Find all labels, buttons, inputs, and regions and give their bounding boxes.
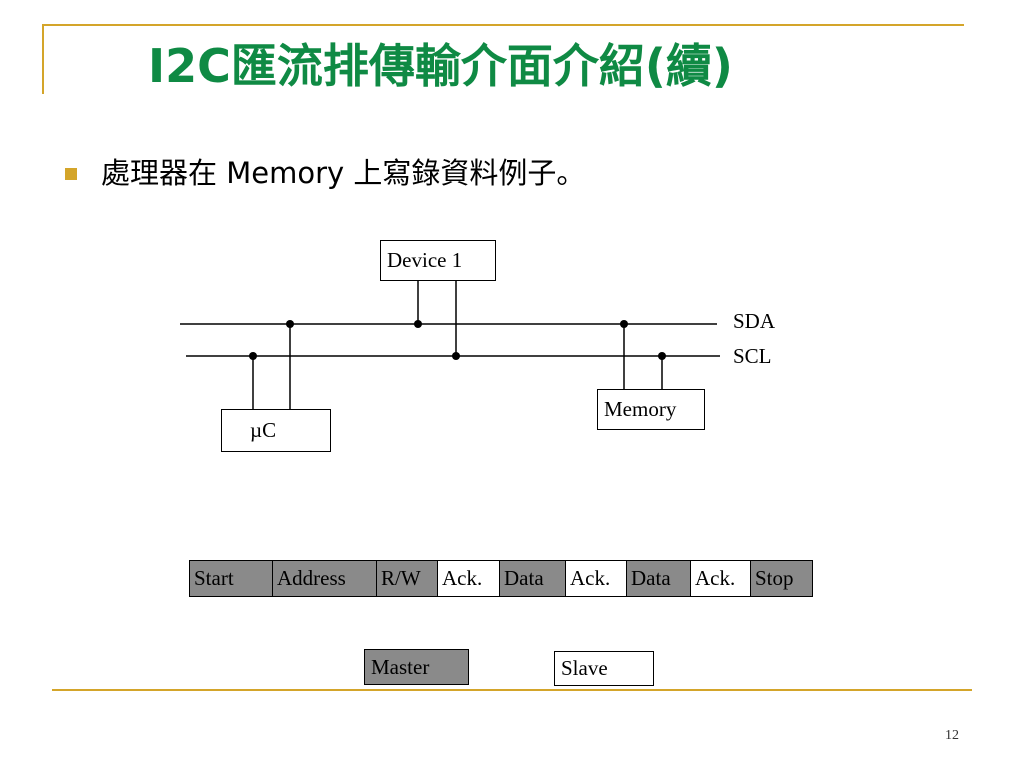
left-rule <box>42 24 44 94</box>
junction-dot <box>286 320 294 328</box>
seq-cell-rw: R/W <box>377 561 438 596</box>
legend-slave-label: Slave <box>561 656 608 680</box>
microcontroller-box: µC <box>221 409 331 452</box>
sda-label: SDA <box>733 309 776 333</box>
seq-cell-ack: Ack. <box>438 561 500 596</box>
bottom-rule <box>52 689 972 691</box>
seq-cell-stop: Stop <box>751 561 812 596</box>
bullet-keyword: Memory <box>226 156 345 190</box>
top-rule <box>42 24 964 26</box>
junction-dot <box>414 320 422 328</box>
slide-title: I2C匯流排傳輸介面介紹(續) <box>148 39 733 93</box>
junction-dot <box>452 352 460 360</box>
junction-dot <box>249 352 257 360</box>
bullet-marker <box>65 168 77 180</box>
seq-cell-ack: Ack. <box>691 561 751 596</box>
seq-cell-address: Address <box>273 561 377 596</box>
bullet-prefix: 處理器在 <box>101 156 227 190</box>
page-number: 12 <box>945 728 959 743</box>
legend-master: Master <box>364 649 469 685</box>
device-1-box: Device 1 <box>380 240 496 281</box>
seq-cell-ack: Ack. <box>566 561 627 596</box>
bullet-suffix: 上寫錄資料例子。 <box>344 156 586 190</box>
microcontroller-label: µC <box>250 418 277 442</box>
memory-box: Memory <box>597 389 705 430</box>
memory-label: Memory <box>604 397 677 421</box>
scl-label: SCL <box>733 344 772 368</box>
legend-master-label: Master <box>371 654 430 679</box>
junction-dot <box>620 320 628 328</box>
device-1-label: Device 1 <box>387 248 463 272</box>
legend-slave: Slave <box>554 651 654 686</box>
seq-cell-data: Data <box>627 561 691 596</box>
bullet-text: 處理器在 Memory 上寫錄資料例子。 <box>101 151 585 195</box>
junction-dot <box>658 352 666 360</box>
seq-cell-start: Start <box>190 561 273 596</box>
transfer-sequence: Start Address R/W Ack. Data Ack. Data Ac… <box>189 560 813 597</box>
seq-cell-data: Data <box>500 561 566 596</box>
